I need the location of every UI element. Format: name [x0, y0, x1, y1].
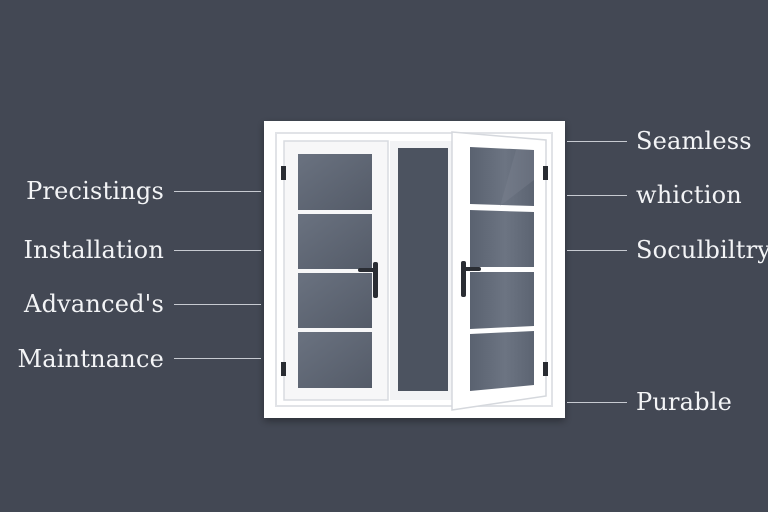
leader-line-maintnance	[174, 358, 261, 359]
label-whiction: whiction	[636, 181, 742, 209]
label-advanced: Advanced's	[24, 290, 164, 318]
leader-line-installation	[174, 250, 261, 251]
leader-line-precistings	[174, 191, 261, 192]
center-opening	[390, 141, 452, 400]
label-precistings: Precistings	[26, 177, 164, 205]
hinge-icon	[281, 166, 548, 376]
right-open-sash	[451, 131, 547, 411]
leader-line-purable	[567, 402, 627, 403]
left-sash	[283, 140, 389, 401]
leader-line-soculbiltry	[567, 250, 627, 251]
label-soculbiltry: Soculbiltry	[636, 236, 768, 264]
frame-inner-edge	[275, 132, 553, 407]
leader-line-seamless	[567, 141, 627, 142]
label-maintnance: Maintnance	[17, 345, 164, 373]
label-installation: Installation	[23, 236, 164, 264]
label-purable: Purable	[636, 388, 733, 416]
label-seamless: Seamless	[636, 127, 752, 155]
handle-icon	[358, 262, 378, 298]
leader-line-advanced	[174, 304, 261, 305]
leader-line-whiction	[567, 195, 627, 196]
handle-icon	[461, 261, 481, 297]
